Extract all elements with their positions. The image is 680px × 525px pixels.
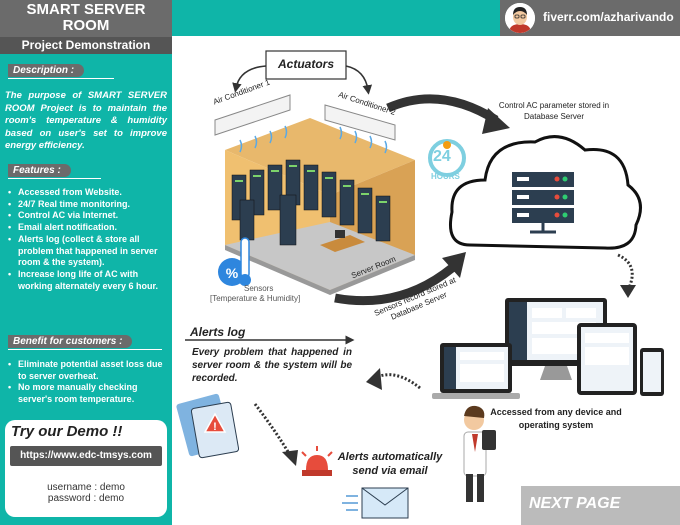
feature-item: Increase long life of AC with working al…: [8, 269, 168, 292]
sidebar: SMART SERVER ROOM Project Demonstration …: [0, 0, 172, 525]
description-text: The purpose of SMART SERVER ROOM Project…: [5, 90, 167, 152]
feature-item: Alerts log (collect & store all problem …: [8, 234, 168, 269]
air-conditioner-2: [324, 104, 396, 141]
title-line-1: SMART SERVER: [26, 1, 146, 18]
hours-number: 24: [433, 148, 451, 165]
control-ac-label: Control AC parameter stored in Database …: [498, 101, 610, 121]
demo-username: username : demo: [47, 482, 125, 493]
features-label: Features :: [8, 164, 101, 179]
benefit-item: No more manually checking server's room …: [8, 382, 168, 405]
alerts-email-label: Alerts automatically send via email: [337, 451, 443, 477]
demo-title: Try our Demo !!: [11, 423, 123, 440]
demo-credentials: username : demo password : demo: [5, 482, 167, 504]
benefits-list: Eliminate potential asset loss due to se…: [8, 359, 168, 406]
benefit-item: Eliminate potential asset loss due to se…: [8, 359, 168, 382]
alerts-log-title: Alerts log: [190, 325, 246, 339]
avatar: [505, 3, 535, 33]
demo-box: Try our Demo !! https://www.edc-tmsys.co…: [5, 420, 167, 517]
svg-text:!: !: [213, 421, 217, 433]
project-subtitle: Project Demonstration: [0, 37, 172, 54]
svg-text:%: %: [226, 265, 239, 281]
access-devices-label: Accessed from any device and operating s…: [490, 407, 622, 430]
air-conditioner-1: [214, 94, 291, 136]
sensors-label: Sensors: [244, 284, 274, 293]
diagram-graphics: %: [176, 50, 672, 519]
hours-word: HOURS: [431, 172, 460, 181]
email-envelope-icon: [342, 487, 409, 519]
arrow-log-to-email: [253, 403, 292, 456]
next-page-button[interactable]: [521, 486, 680, 525]
arrow-cloud-to-devices: [617, 253, 634, 291]
demo-url-link[interactable]: https://www.edc-tmsys.com: [10, 446, 162, 466]
hours-24-icon: [428, 139, 466, 177]
actuators-box: [265, 50, 347, 80]
devices-illustration: [432, 298, 664, 399]
feature-item: Accessed from Website.: [8, 187, 168, 199]
actuators-label: Actuators: [277, 57, 334, 71]
project-title: SMART SERVER ROOM: [0, 0, 172, 37]
actuator-arrow-right: [345, 65, 373, 95]
feature-item: Email alert notification.: [8, 222, 168, 234]
feature-item: 24/7 Real time monitoring.: [8, 199, 168, 211]
demo-password: password : demo: [47, 493, 125, 504]
database-server-icon: [512, 172, 574, 234]
arrow-devices-to-log: [374, 373, 421, 390]
arrow-to-cloud-top: [386, 94, 499, 124]
next-page-label: NEXT PAGE: [529, 495, 621, 512]
engineer-figure: [463, 405, 496, 502]
alarm-siren-icon: [301, 446, 333, 476]
warning-document-icon: !: [176, 393, 240, 459]
arrow-to-cloud-bottom: [334, 264, 455, 306]
description-label: Description :: [8, 64, 115, 79]
server-room-illustration: [214, 94, 415, 295]
sensors-sub-label: [Temperature & Humidity]: [210, 294, 301, 303]
features-list: Accessed from Website. 24/7 Real time mo…: [8, 187, 168, 292]
sensor-thermometer-icon: %: [218, 237, 251, 286]
alerts-log-description: Every problem that happened in server ro…: [192, 347, 352, 384]
fiverr-link[interactable]: fiverr.com/azharivando: [543, 10, 674, 24]
feature-item: Control AC via Internet.: [8, 210, 168, 222]
title-line-2: ROOM: [62, 17, 110, 34]
actuator-arrow-left: [232, 65, 267, 93]
benefit-label: Benefit for customers :: [8, 335, 164, 350]
